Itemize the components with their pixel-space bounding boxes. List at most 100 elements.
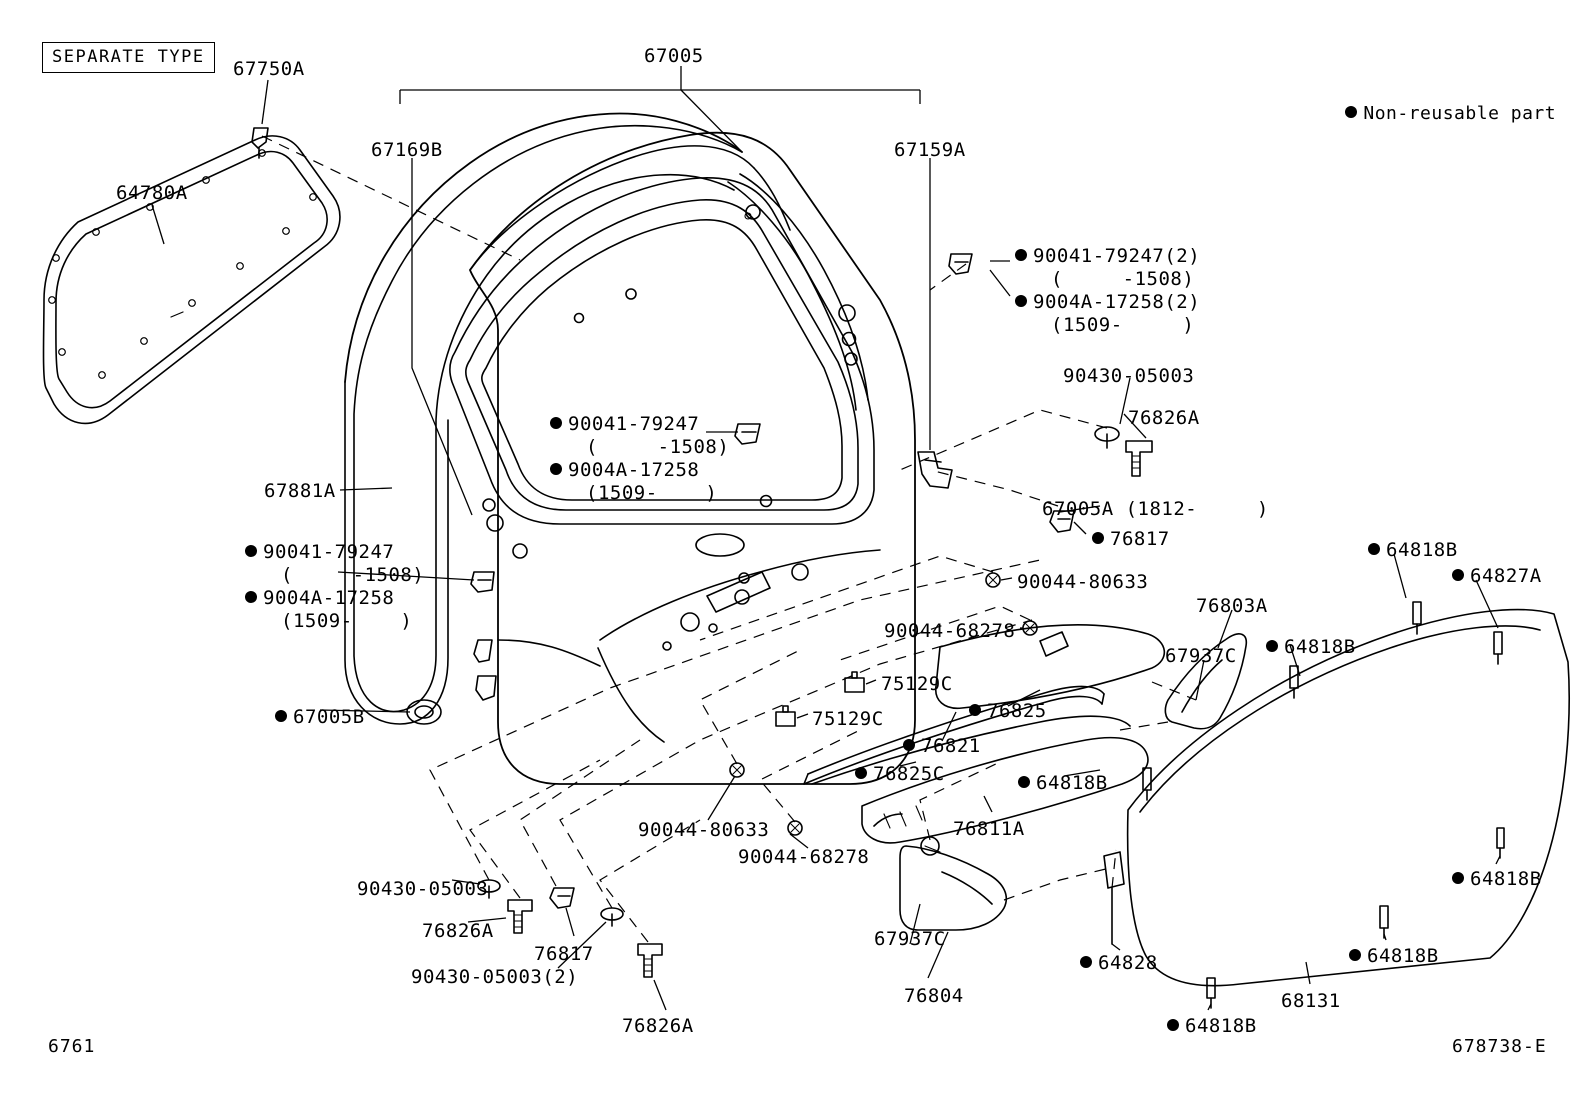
filled-dot-icon	[1368, 542, 1380, 555]
part-number-text: 64828	[1098, 952, 1158, 974]
part-label-76826a: 76826A	[422, 920, 494, 943]
part-number-text: 76826A	[622, 1015, 694, 1037]
part-label-67169b: 67169B	[371, 139, 443, 162]
part-number-text: 67005A (1812- )	[1042, 498, 1269, 520]
part-label-76804: 76804	[904, 985, 964, 1008]
part-number-text: 64827A	[1470, 565, 1542, 587]
part-number-text: 76803A	[1196, 595, 1268, 617]
part-number-text: 76825C	[873, 763, 945, 785]
part-label-line: (1509- )	[245, 610, 424, 633]
part-number-text: 75129C	[812, 708, 884, 730]
part-number-text: ( -1508)	[1051, 268, 1195, 290]
part-label-line: ( -1508)	[1015, 268, 1200, 291]
part-label-67937c: 67937C	[874, 928, 946, 951]
part-number-text: 64818B	[1386, 539, 1458, 561]
part-number-text: ( -1508)	[281, 564, 425, 586]
part-number-text: (1509- )	[586, 482, 718, 504]
part-number-text: 90041-79247(2)	[1033, 245, 1201, 267]
part-label-group: 90041-79247( -1508)9004A-17258(1509- )	[550, 413, 729, 505]
part-number-text: 90044-80633	[1017, 571, 1149, 593]
part-label-76817: 76817	[534, 943, 594, 966]
filled-dot-icon	[550, 462, 562, 475]
legend-non-reusable: Non-reusable part	[1300, 82, 1556, 145]
part-label-line: ( -1508)	[550, 436, 729, 459]
part-label-line: (1509- )	[550, 482, 729, 505]
part-label-64818b: 64818B	[1368, 539, 1458, 562]
part-label-68131: 68131	[1281, 990, 1341, 1013]
part-label-line: 9004A-17258	[550, 459, 729, 482]
part-label-line: 67005A (1812- )	[1024, 498, 1269, 521]
part-number-text: 90044-80633	[638, 819, 770, 841]
part-number-text: 76817	[1110, 528, 1170, 550]
part-label-90430-05003-2-: 90430-05003(2)	[411, 966, 578, 989]
part-label-64818b: 64818B	[1349, 945, 1439, 968]
part-label-90430-05003: 90430-05003	[357, 878, 488, 901]
filled-dot-icon	[903, 738, 915, 751]
part-label-67750a: 67750A	[233, 58, 305, 81]
part-label-76825c: 76825C	[855, 763, 945, 786]
separate-type-box: SEPARATE TYPE	[42, 42, 215, 73]
part-label-76821: 76821	[903, 735, 981, 758]
part-number-text: 76826A	[422, 920, 494, 942]
part-number-text: (1509- )	[281, 610, 413, 632]
part-number-text: 90430-05003(2)	[411, 966, 579, 988]
part-label-67881a: 67881A	[264, 480, 336, 503]
part-number-text: 67881A	[264, 480, 336, 502]
part-number-text: 64818B	[1284, 636, 1356, 658]
filled-dot-icon	[1452, 871, 1464, 884]
filled-dot-icon	[245, 544, 257, 557]
part-number-text: 9004A-17258	[263, 587, 395, 609]
part-label-line: 90041-79247	[550, 413, 729, 436]
part-label-67937c: 67937C	[1165, 645, 1237, 668]
filled-dot-icon	[1018, 775, 1030, 788]
part-label-line: 9004A-17258(2)	[1015, 291, 1200, 314]
filled-dot-icon	[1092, 531, 1104, 544]
part-number-text: 67005B	[293, 706, 365, 728]
part-label-64780a: 64780A	[116, 182, 188, 205]
filled-dot-icon	[275, 709, 287, 722]
filled-dot-icon	[1349, 948, 1361, 961]
part-number-text: 67937C	[874, 928, 946, 950]
part-number-text: 76821	[921, 735, 981, 757]
part-label-64818b: 64818B	[1018, 772, 1108, 795]
part-label-90044-80633: 90044-80633	[638, 819, 769, 842]
part-label-line: 9004A-17258	[245, 587, 424, 610]
legend-label: Non-reusable part	[1363, 103, 1557, 124]
part-number-text: 67159A	[894, 139, 966, 161]
part-label-group: 90041-79247(2)( -1508)9004A-17258(2)(150…	[1015, 245, 1200, 337]
part-label-90044-80633: 90044-80633	[1017, 571, 1148, 594]
part-number-text: 64818B	[1470, 868, 1542, 890]
part-label-76826a: 76826A	[622, 1015, 694, 1038]
part-label-75129c: 75129C	[881, 673, 953, 696]
part-label-90044-68278: 90044-68278	[738, 846, 869, 869]
filled-dot-icon	[1015, 248, 1027, 261]
part-label-64827a: 64827A	[1452, 565, 1542, 588]
sheet-code-left: 6761	[48, 1036, 96, 1057]
part-label-line: (1509- )	[1015, 314, 1200, 337]
part-label-67159a: 67159A	[894, 139, 966, 162]
part-number-text: 67169B	[371, 139, 443, 161]
sheet-code-right: 678738-E	[1452, 1036, 1547, 1057]
part-label-64828: 64828	[1080, 952, 1158, 975]
part-label-76817: 76817	[1092, 528, 1170, 551]
part-label-76825: 76825	[969, 700, 1047, 723]
part-number-text: 64780A	[116, 182, 188, 204]
part-label-90044-68278: 90044-68278	[884, 620, 1015, 643]
part-label-64818b: 64818B	[1452, 868, 1542, 891]
part-label-line: ( -1508)	[245, 564, 424, 587]
part-label-76811a: 76811A	[953, 818, 1025, 841]
part-number-text: 64818B	[1185, 1015, 1257, 1037]
part-label-76803a: 76803A	[1196, 595, 1268, 618]
part-number-text: 75129C	[881, 673, 953, 695]
separate-type-label: SEPARATE TYPE	[52, 47, 205, 67]
part-number-text: 64818B	[1367, 945, 1439, 967]
part-number-text: 67750A	[233, 58, 305, 80]
filled-dot-icon	[550, 416, 562, 429]
part-number-text: 76804	[904, 985, 964, 1007]
part-label-group: 67005A (1812- )	[1024, 498, 1269, 521]
part-label-group: 90041-79247( -1508)9004A-17258(1509- )	[245, 541, 424, 633]
filled-dot-icon	[1266, 639, 1278, 652]
part-number-text: 76825	[987, 700, 1047, 722]
